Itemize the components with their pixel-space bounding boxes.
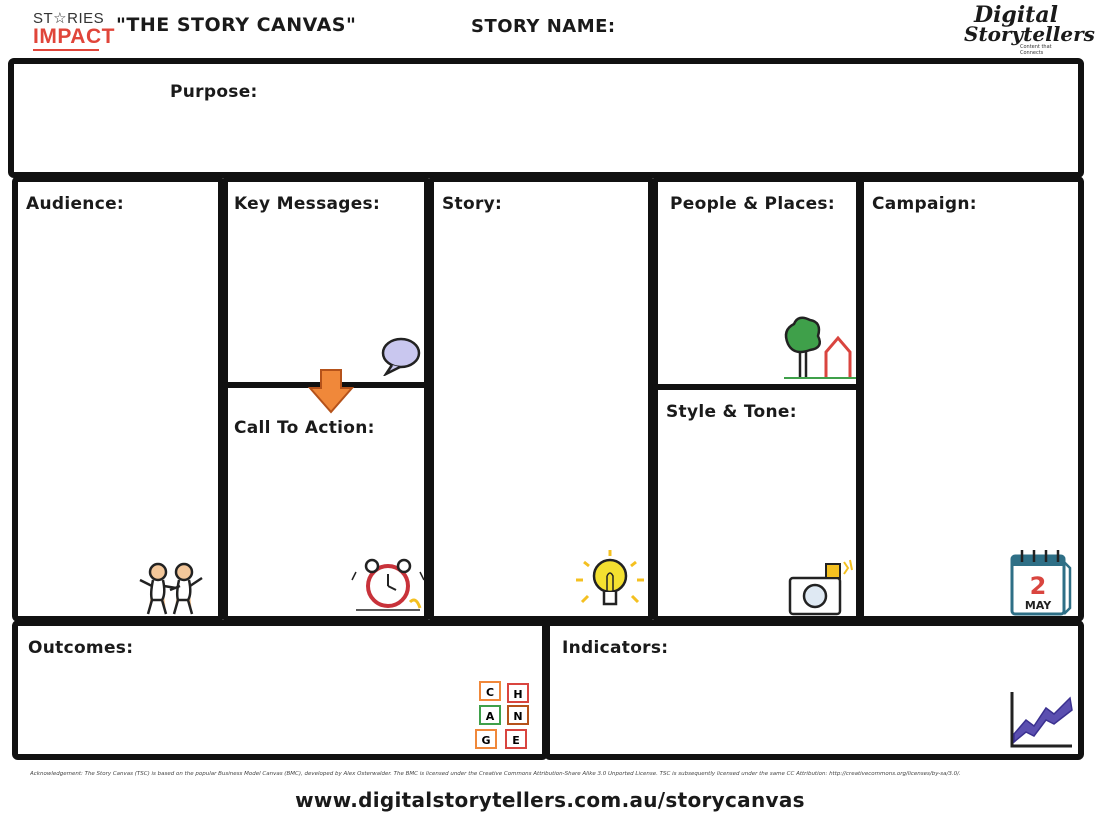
digital-storytellers-logo: Digital Storytellers Content that Connec… [962, 2, 1095, 56]
purpose-box[interactable]: Purpose: [8, 58, 1084, 178]
story-box[interactable]: Story: [428, 176, 654, 622]
outcomes-label: Outcomes: [28, 638, 134, 658]
calendar-icon: 2 MAY [1010, 550, 1072, 616]
style-tone-box[interactable]: Style & Tone: [652, 384, 862, 622]
indicators-box[interactable]: Indicators: [544, 620, 1084, 760]
logo-right-line2: Storytellers [964, 22, 1095, 46]
block-h: H [513, 688, 522, 701]
story-label: Story: [442, 194, 503, 214]
block-e: E [512, 734, 520, 747]
speech-bubble-icon [381, 337, 421, 376]
call-to-action-label: Call To Action: [234, 418, 375, 438]
logo-underline [33, 49, 99, 51]
block-n: N [513, 710, 522, 723]
call-to-action-box[interactable]: Call To Action: [222, 382, 430, 622]
canvas-title: "THE STORY CANVAS" [116, 14, 357, 36]
down-arrow-icon [307, 369, 355, 414]
block-c: C [486, 686, 494, 699]
lightbulb-icon [576, 550, 644, 606]
camera-icon [788, 559, 853, 616]
audience-label: Audience: [26, 194, 124, 214]
change-blocks-icon: C H A N G E [475, 681, 529, 749]
outcomes-box[interactable]: Outcomes: C H A N G E [12, 620, 548, 760]
key-messages-box[interactable]: Key Messages: [222, 176, 430, 388]
stories-for-impact-logo: ST☆RIES IMPACT [33, 9, 114, 53]
audience-box[interactable]: Audience: [12, 176, 224, 622]
footer-url[interactable]: www.digitalstorytellers.com.au/storycanv… [295, 788, 805, 812]
logo-right-tagline: Content that Connects [1020, 44, 1052, 56]
alarm-clock-icon [351, 558, 425, 611]
people-icon [139, 562, 203, 615]
logo-left-line1: ST☆RIES [33, 10, 105, 27]
calendar-day: 2 [1030, 572, 1047, 600]
calendar-month: MAY [1025, 599, 1052, 612]
people-places-label: People & Places: [670, 194, 835, 214]
purpose-label: Purpose: [170, 82, 258, 102]
style-tone-label: Style & Tone: [666, 402, 797, 422]
logo-right-line1: Digital [974, 2, 1058, 28]
trend-chart-icon [1010, 692, 1073, 748]
campaign-box[interactable]: Campaign: 2 MAY [858, 176, 1084, 622]
people-places-box[interactable]: People & Places: [652, 176, 862, 390]
block-a: A [486, 710, 495, 723]
tree-house-icon [784, 316, 856, 379]
logo-left-line2: IMPACT [33, 25, 115, 48]
key-messages-label: Key Messages: [234, 194, 381, 214]
acknowledgement-text: Acknowledgement: The Story Canvas (TSC) … [30, 771, 961, 777]
campaign-label: Campaign: [872, 194, 977, 214]
story-name-label: STORY NAME: [471, 16, 616, 37]
indicators-label: Indicators: [562, 638, 669, 658]
block-g: G [481, 734, 490, 747]
